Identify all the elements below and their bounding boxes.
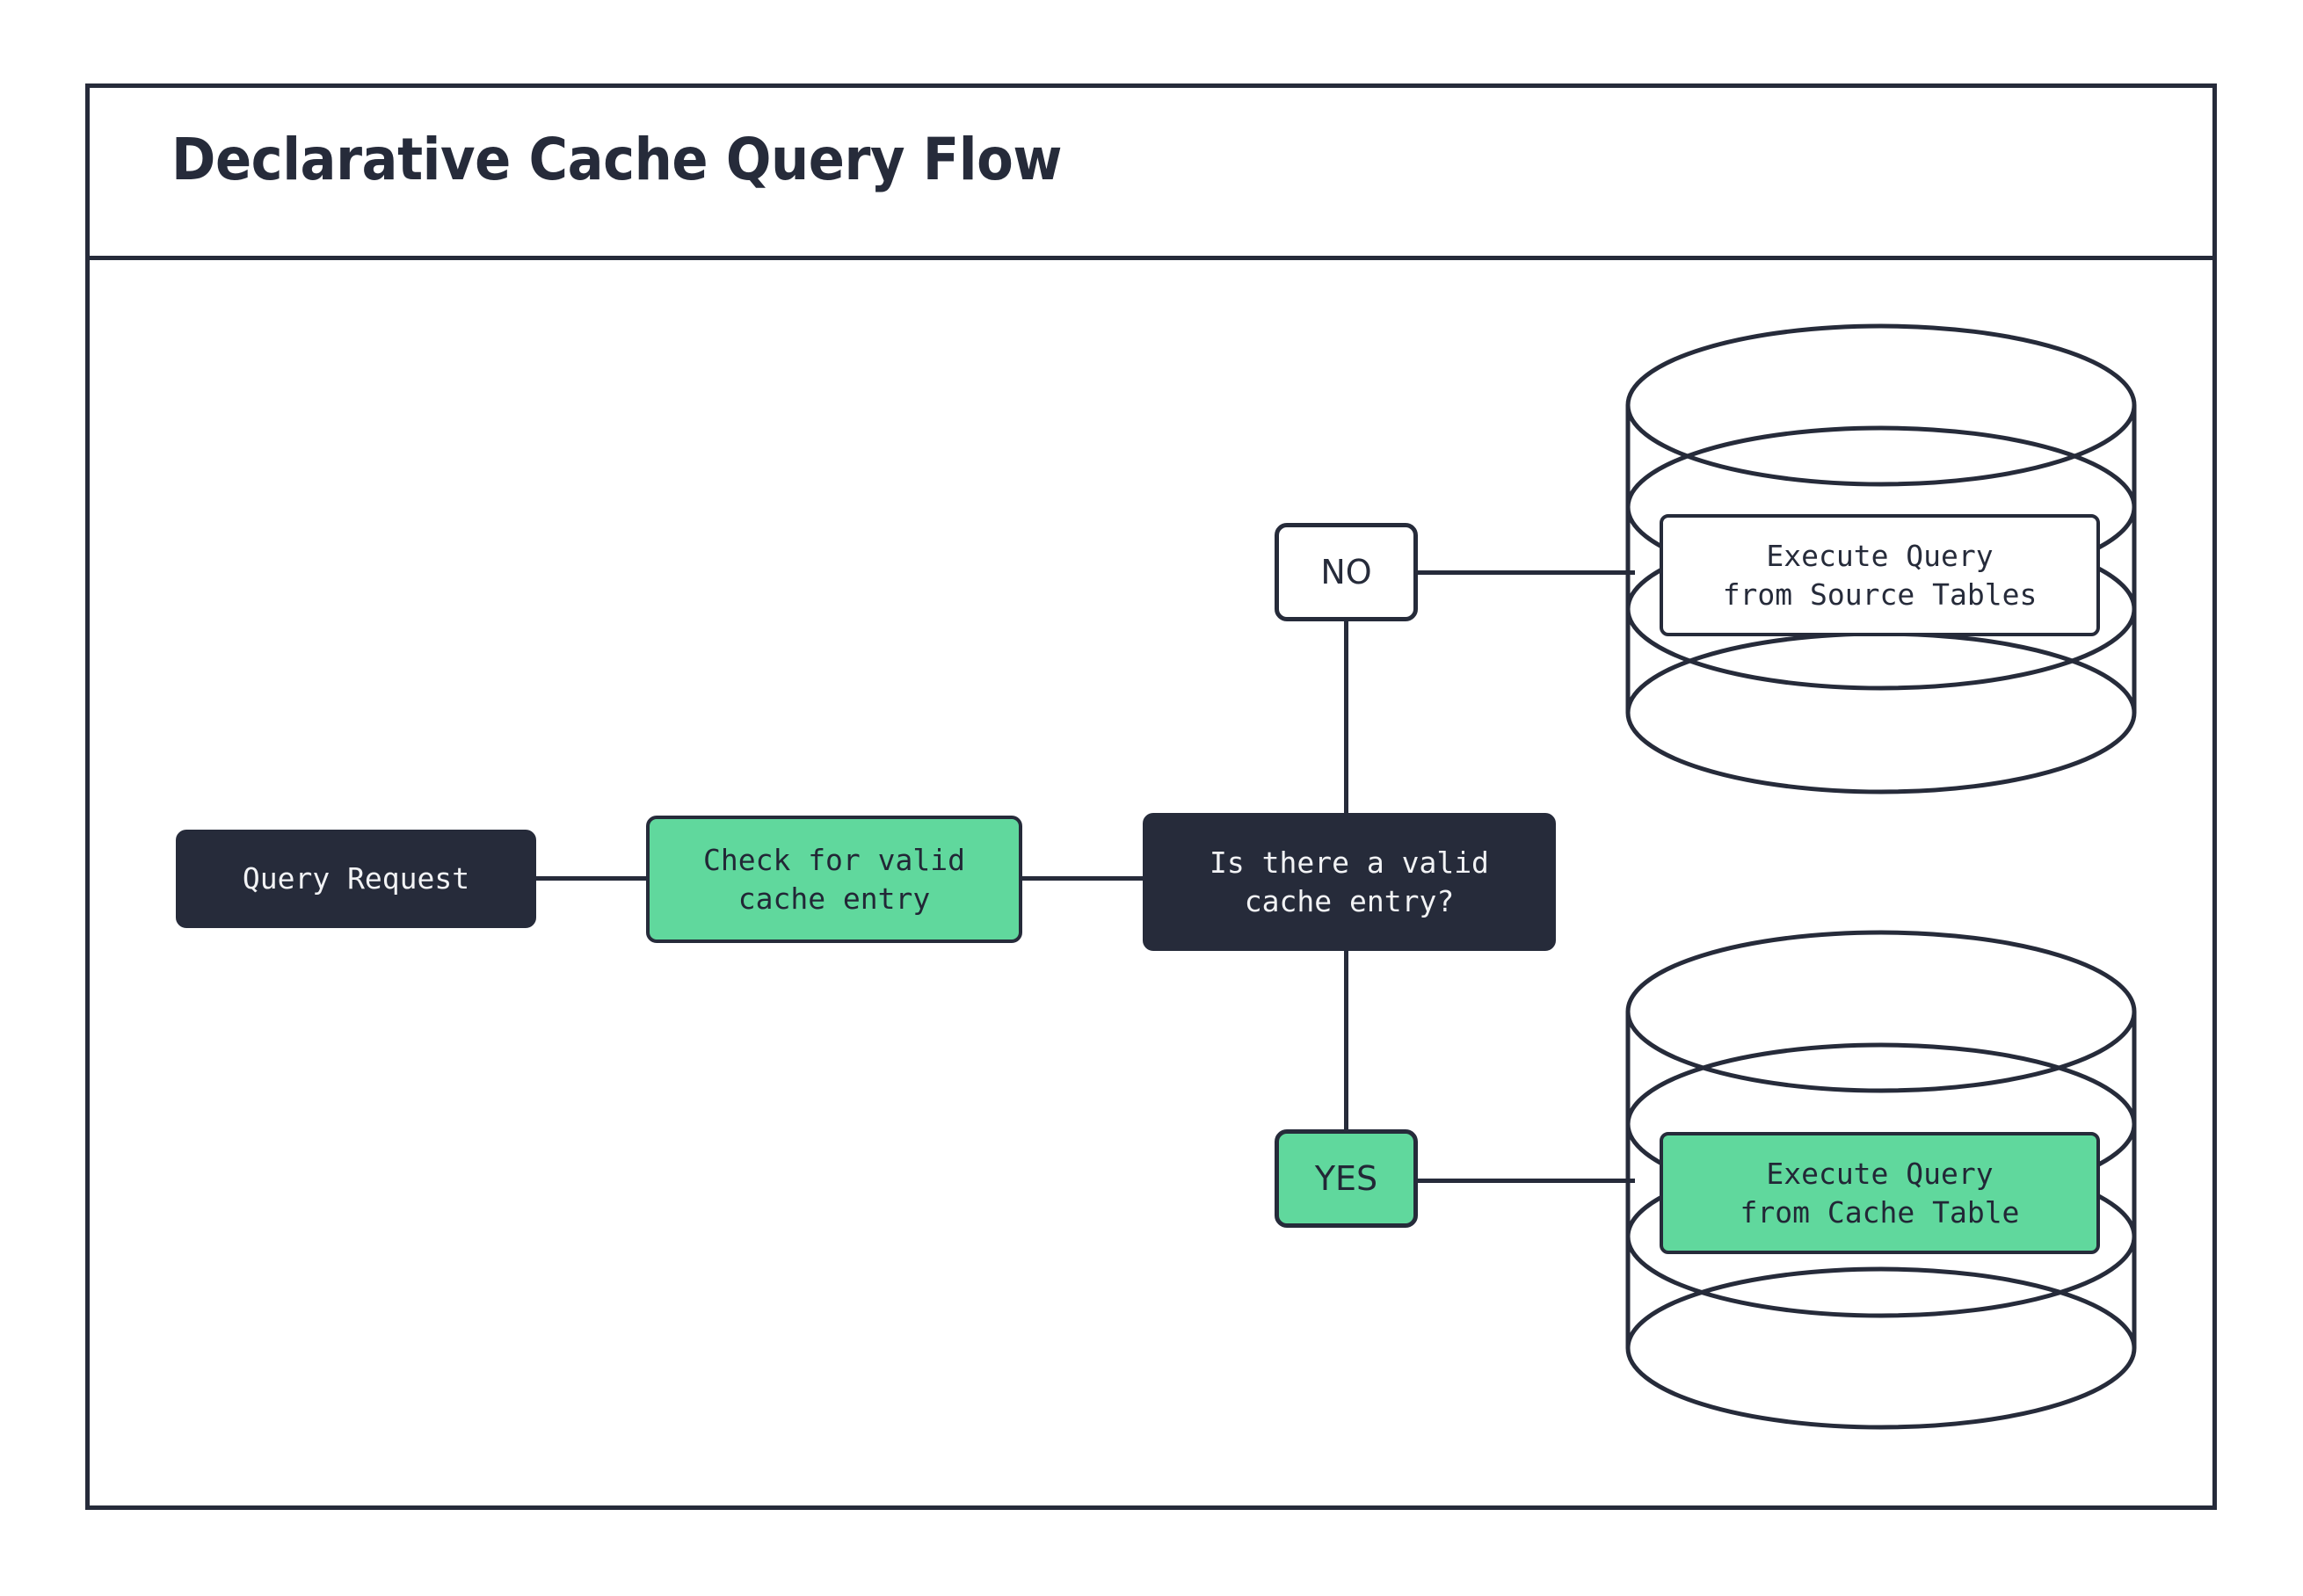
diagram-frame (85, 83, 2217, 1510)
diagram-header (85, 83, 2217, 260)
edge-label-no: NO (1275, 523, 1418, 621)
connector-no-to-source-db (1415, 570, 1635, 575)
connector-check-to-decision (1020, 876, 1145, 881)
connector-decision-to-yes (1344, 948, 1348, 1132)
cache-database-cylinder (1624, 929, 2138, 1431)
node-query-request[interactable]: Query Request (176, 830, 536, 928)
edge-label-yes: YES (1275, 1129, 1418, 1228)
node-decision-valid-cache-entry[interactable]: Is there a valid cache entry? (1143, 813, 1556, 951)
source-database-label: Execute Query from Source Tables (1660, 514, 2100, 636)
source-database-cylinder (1624, 323, 2138, 795)
node-check-for-valid-cache-entry[interactable]: Check for valid cache entry (646, 816, 1022, 943)
cache-database-label: Execute Query from Cache Table (1660, 1132, 2100, 1254)
connector-request-to-check (536, 876, 649, 881)
page-title: Declarative Cache Query Flow (171, 126, 1063, 193)
connector-no-to-decision (1344, 619, 1348, 816)
connector-yes-to-cache-db (1415, 1179, 1635, 1183)
